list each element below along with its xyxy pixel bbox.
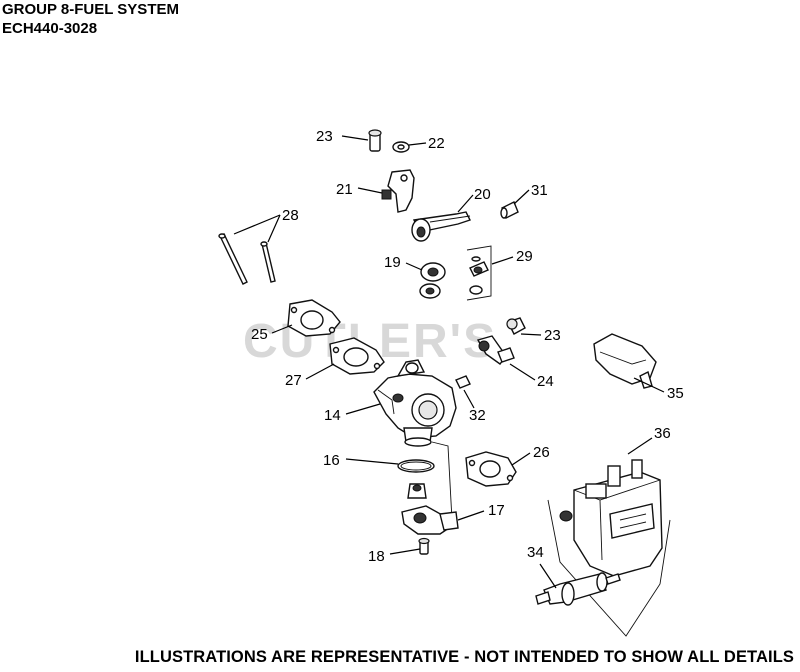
part-21-bracket [381, 169, 415, 213]
callout-17: 17 [488, 502, 505, 519]
callout-20: 20 [474, 186, 491, 203]
footer-disclaimer: ILLUSTRATIONS ARE REPRESENTATIVE - NOT I… [134, 648, 794, 666]
callout-24: 24 [537, 373, 554, 390]
callout-labels: 23 22 21 20 31 28 19 29 25 23 27 24 35 1… [251, 128, 684, 565]
callout-14: 14 [324, 407, 341, 424]
callout-27: 27 [285, 372, 302, 389]
callout-35: 35 [667, 385, 684, 402]
callout-18: 18 [368, 548, 385, 565]
part-29-kit [466, 245, 492, 301]
callout-34: 34 [527, 544, 544, 561]
part-23-screw-top [368, 129, 382, 152]
part-27-gasket [329, 337, 385, 375]
part-32-plug [455, 375, 471, 389]
part-28-studs [218, 233, 276, 285]
part-20-fuel-solenoid [411, 211, 471, 242]
part-22-washer [392, 141, 410, 153]
model-number: ECH440-3028 [2, 20, 98, 37]
part-16-o-ring [397, 459, 435, 473]
callout-19: 19 [384, 254, 401, 271]
callout-16: 16 [323, 452, 340, 469]
part-18-screw [418, 537, 430, 555]
callout-28: 28 [282, 207, 299, 224]
part-14-carburetor [373, 359, 457, 447]
callout-29: 29 [516, 248, 533, 265]
callout-31: 31 [531, 182, 548, 199]
callout-25: 25 [251, 326, 268, 343]
part-19-valve [419, 262, 446, 299]
part-31-sleeve [500, 201, 519, 219]
part-36-fuel-pump-assembly [547, 459, 671, 637]
callout-26: 26 [533, 444, 550, 461]
part-26-gasket [465, 451, 517, 487]
part-25-gasket [287, 299, 341, 337]
leader-lines [233, 135, 665, 589]
part-23-screw-right [506, 317, 526, 335]
part-17-bowl [401, 441, 459, 535]
page-title: GROUP 8-FUEL SYSTEM [2, 1, 179, 18]
part-24-fitting [476, 335, 515, 365]
callout-21: 21 [336, 181, 353, 198]
callout-23-top: 23 [316, 128, 333, 145]
part-35-cover [593, 333, 657, 389]
callout-23-right: 23 [544, 327, 561, 344]
callout-36: 36 [654, 425, 671, 442]
part-34-fuel-filter [535, 572, 621, 606]
callout-22: 22 [428, 135, 445, 152]
callout-32: 32 [469, 407, 486, 424]
